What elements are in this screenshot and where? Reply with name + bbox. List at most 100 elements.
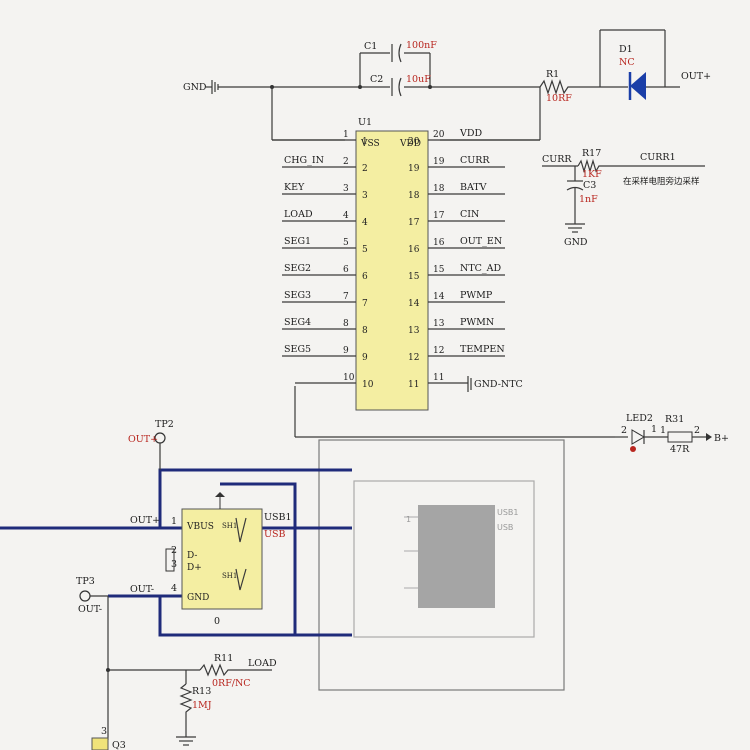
usb-out-plus-label: OUT+ bbox=[130, 515, 160, 526]
q3-body bbox=[91, 737, 109, 750]
u1-net-label-right: VDD bbox=[459, 128, 482, 139]
u1-vdd: VDD bbox=[399, 139, 421, 149]
u1-pin-inner-number: 20 bbox=[408, 137, 420, 147]
usb1-shield-label-2: SH1 bbox=[222, 572, 237, 580]
u1-net-label-left: SEG3 bbox=[284, 290, 311, 301]
u1-pin-inner-number: 17 bbox=[408, 218, 420, 228]
resistor-r11 bbox=[199, 663, 272, 677]
led2-pin2: 2 bbox=[621, 425, 627, 436]
u1-pin-right: 20 20 VDD bbox=[408, 128, 540, 147]
u1-pin-number: 15 bbox=[433, 265, 445, 275]
usb1-body bbox=[181, 508, 263, 610]
testpoint-tp2: TP2 OUT+ bbox=[128, 419, 174, 470]
u1-pin-inner-number: 19 bbox=[408, 164, 420, 174]
d1-ref: D1 bbox=[619, 44, 633, 55]
r31-ref: R31 bbox=[665, 414, 684, 425]
u1-pin-number: 6 bbox=[343, 265, 349, 275]
r1-ref: R1 bbox=[546, 69, 559, 80]
usb1-value: USB bbox=[264, 529, 286, 540]
out-plus-label: OUT+ bbox=[681, 71, 711, 82]
u1-left-pins: 1122CHG_IN33KEY44LOAD55SEG166SEG277SEG38… bbox=[272, 130, 374, 390]
bplus-label: B+ bbox=[714, 433, 729, 444]
led2-ref: LED2 bbox=[626, 413, 653, 424]
c1-value: 100nF bbox=[406, 40, 437, 51]
u1-pin-number: 13 bbox=[433, 319, 445, 329]
usb1-shield-1 bbox=[235, 517, 247, 543]
u1-ref: U1 bbox=[358, 117, 372, 128]
u1-pin-inner-number: 12 bbox=[408, 353, 419, 363]
r13-ref: R13 bbox=[192, 686, 211, 697]
q3-pin: 3 bbox=[101, 726, 107, 737]
u1-pin-inner-number: 2 bbox=[362, 164, 368, 174]
r1-value: 10RF bbox=[546, 93, 572, 104]
r17-value: 1KF bbox=[582, 169, 602, 180]
tp3-ref: TP3 bbox=[76, 576, 95, 587]
load-label: LOAD bbox=[248, 658, 277, 669]
resistor-r17 bbox=[577, 158, 705, 174]
u1-pin-number: 11 bbox=[433, 373, 444, 383]
u1-pin-inner-number: 13 bbox=[408, 326, 420, 336]
led2-diode bbox=[630, 429, 645, 452]
u1-pin-inner-number: 7 bbox=[362, 299, 368, 309]
r31-value: 47R bbox=[670, 444, 690, 455]
curr-gnd-label: GND bbox=[564, 237, 588, 248]
u1-pin-inner-number: 9 bbox=[362, 353, 368, 363]
u1-pin-inner-number: 5 bbox=[362, 245, 368, 255]
curr-note: 在采样电阻旁边采样 bbox=[623, 176, 700, 187]
u1-pin-inner-number: 6 bbox=[362, 272, 368, 282]
usb-ghost-val: USB bbox=[497, 523, 513, 532]
gnd-symbol-curr bbox=[565, 223, 585, 233]
u1-pin-number: 10 bbox=[343, 373, 355, 383]
u1-pin-number: 7 bbox=[343, 292, 349, 302]
c2-value: 10uF bbox=[406, 74, 431, 85]
u1-net-label-right: OUT_EN bbox=[460, 236, 502, 247]
r11-value: 0RF/NC bbox=[212, 678, 251, 689]
usb-connector-usb1: VBUS D- D+ GND USB1 USB 1 2 3 4 0 SH1 SH… bbox=[165, 508, 292, 627]
u1-pin-number: 14 bbox=[433, 292, 445, 302]
u1-net-label-left: CHG_IN bbox=[284, 155, 324, 166]
u1-pin-inner-number: 18 bbox=[408, 191, 420, 201]
u1-pin-inner-number: 15 bbox=[408, 272, 420, 282]
u1-vss: VSS bbox=[360, 139, 380, 149]
u1-net-label-right: CIN bbox=[460, 209, 479, 220]
u1-pin-number: 20 bbox=[433, 130, 445, 140]
u1-pin-number: 4 bbox=[343, 211, 349, 221]
u1-pin-left: 7 7 SEG3 bbox=[282, 290, 368, 309]
u1-net-label-right: TEMPEN bbox=[460, 344, 505, 355]
u1-net-label-left: SEG2 bbox=[284, 263, 311, 274]
u1-pin-number: 18 bbox=[433, 184, 445, 194]
u1-pin-number: 1 bbox=[343, 130, 349, 140]
resistor-r31 bbox=[667, 431, 693, 443]
capacitor-c3 bbox=[566, 186, 584, 191]
usb-out-minus-label: OUT- bbox=[130, 584, 154, 595]
u1-pin-inner-number: 11 bbox=[408, 380, 419, 390]
u1-net-label-left: LOAD bbox=[284, 209, 313, 220]
u1-net-label-right: PWMP bbox=[460, 290, 493, 301]
r31-pin1: 1 bbox=[660, 425, 666, 436]
usb1-shield-2 bbox=[235, 568, 247, 591]
u1-pin-left: 6 6 SEG2 bbox=[282, 263, 368, 282]
u1-pin-number: 19 bbox=[433, 157, 445, 167]
u1-net-label-left: SEG4 bbox=[284, 317, 311, 328]
u1-pin-left: 11 bbox=[272, 130, 368, 147]
r17-ref: R17 bbox=[582, 148, 601, 159]
u1-pin-number: 2 bbox=[343, 157, 349, 167]
c3-value: 1nF bbox=[579, 194, 598, 205]
usb1-shield-label-1: SH1 bbox=[222, 522, 237, 530]
u1-net-label-right: BATV bbox=[460, 182, 487, 193]
usb-footprint: USB1 USB 1 bbox=[318, 439, 565, 691]
capacitor-c2 bbox=[391, 77, 402, 97]
q3-ref: Q3 bbox=[112, 740, 126, 750]
usb1-pin0: 0 bbox=[214, 616, 220, 627]
tp2-ref: TP2 bbox=[155, 419, 174, 430]
